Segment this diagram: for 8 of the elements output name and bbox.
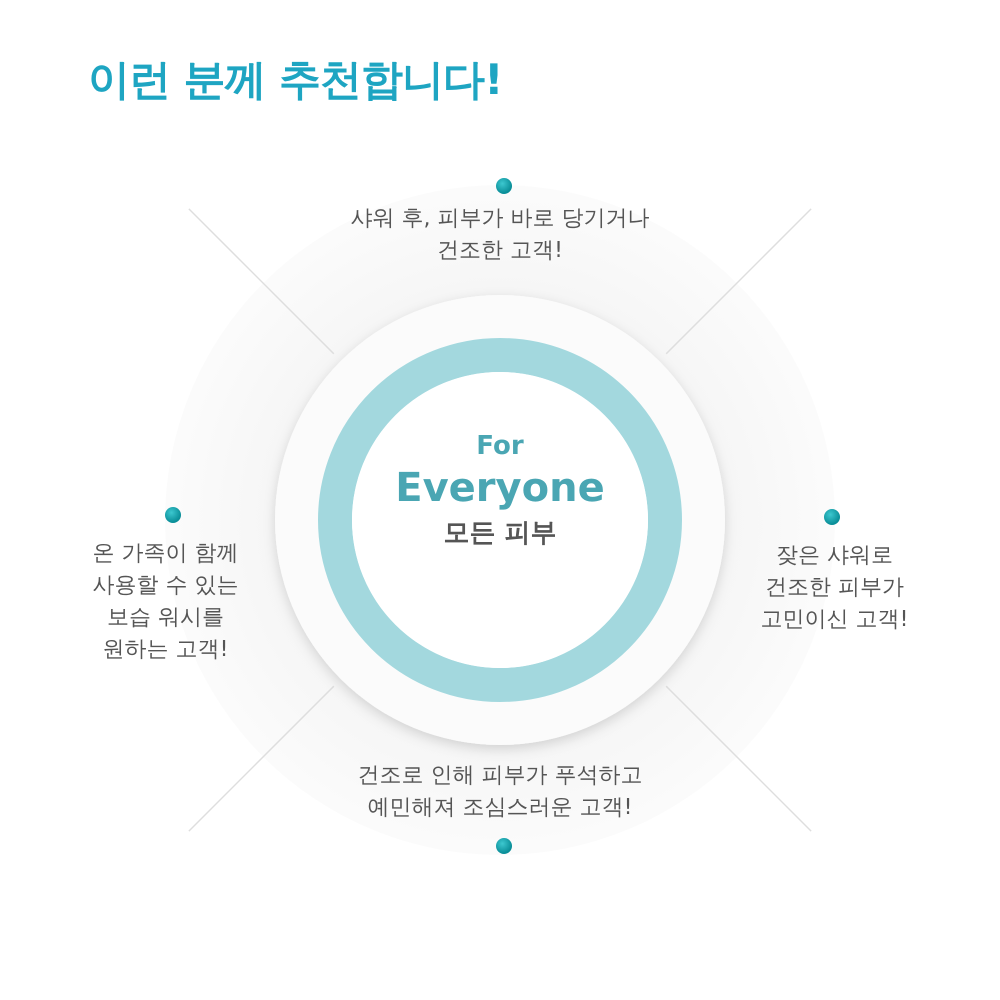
center-heading: Everyone	[394, 464, 606, 512]
description-text: 샤워 후, 피부가 바로 당기거나 건조한 고객!	[350, 205, 650, 265]
description-text: 잦은 샤워로 건조한 피부가 고민이신 고객!	[760, 542, 910, 634]
center-heading: For	[475, 430, 525, 462]
subtitle: 모든 피부	[442, 516, 558, 550]
description-text: 온 가족이 함께 사용할 수 있는 보습 워시를 원하는 고객!	[92, 540, 240, 664]
title: 이런 분께 추천합니다!	[88, 54, 502, 106]
description-text: 건조로 인해 피부가 푸석하고 예민해져 조심스러운 고객!	[356, 762, 644, 822]
